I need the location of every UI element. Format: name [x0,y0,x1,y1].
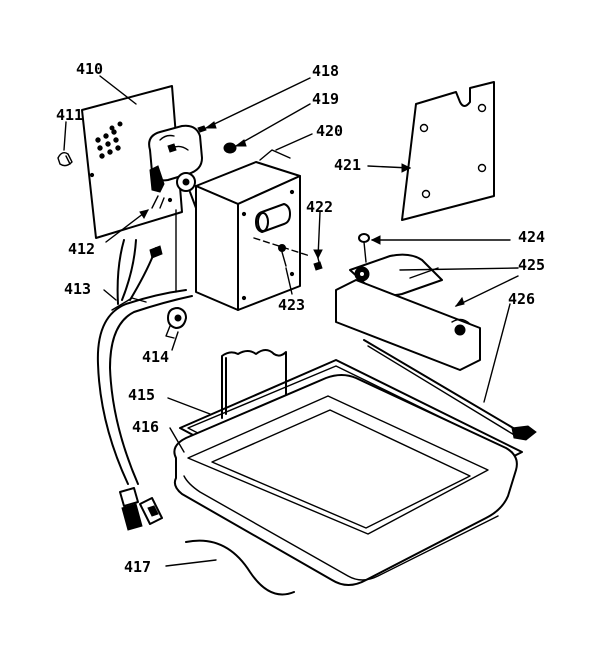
bracket-425 [349,253,443,297]
callout-415: 415 [128,386,155,404]
nut-419 [223,142,237,154]
screw-423 [278,244,287,267]
screw-411 [57,151,73,167]
callout-419: 419 [312,90,339,108]
callout-425: 425 [518,256,545,274]
leader-lines [63,75,519,567]
screw-418 [197,125,207,133]
control-knob-412 [148,124,203,209]
cover-plate-421 [401,81,495,221]
power-cord-413 [96,209,193,531]
callout-422: 422 [306,198,333,216]
heating-plate-426 [335,279,537,441]
mounting-plate-410 [81,85,183,239]
callout-413: 413 [64,280,91,298]
drip-tray-416 [173,374,518,586]
callout-421: 421 [334,156,361,174]
bushing-414 [165,307,187,339]
callout-420: 420 [316,122,343,140]
callout-426: 426 [508,290,535,308]
callout-416: 416 [132,418,159,436]
callout-410: 410 [76,60,103,78]
callout-414: 414 [142,348,169,366]
control-box-420 [189,149,311,311]
cord-loop-417 [185,539,295,596]
callout-424: 424 [518,228,545,246]
callout-423: 423 [278,296,305,314]
screw-424 [358,233,370,263]
callout-labels: 410 411 412 413 414 415 416 417 418 419 … [56,60,545,576]
screw-422 [313,257,323,271]
callout-417: 417 [124,558,151,576]
callout-418: 418 [312,62,339,80]
callout-411: 411 [56,106,83,124]
callout-412: 412 [68,240,95,258]
